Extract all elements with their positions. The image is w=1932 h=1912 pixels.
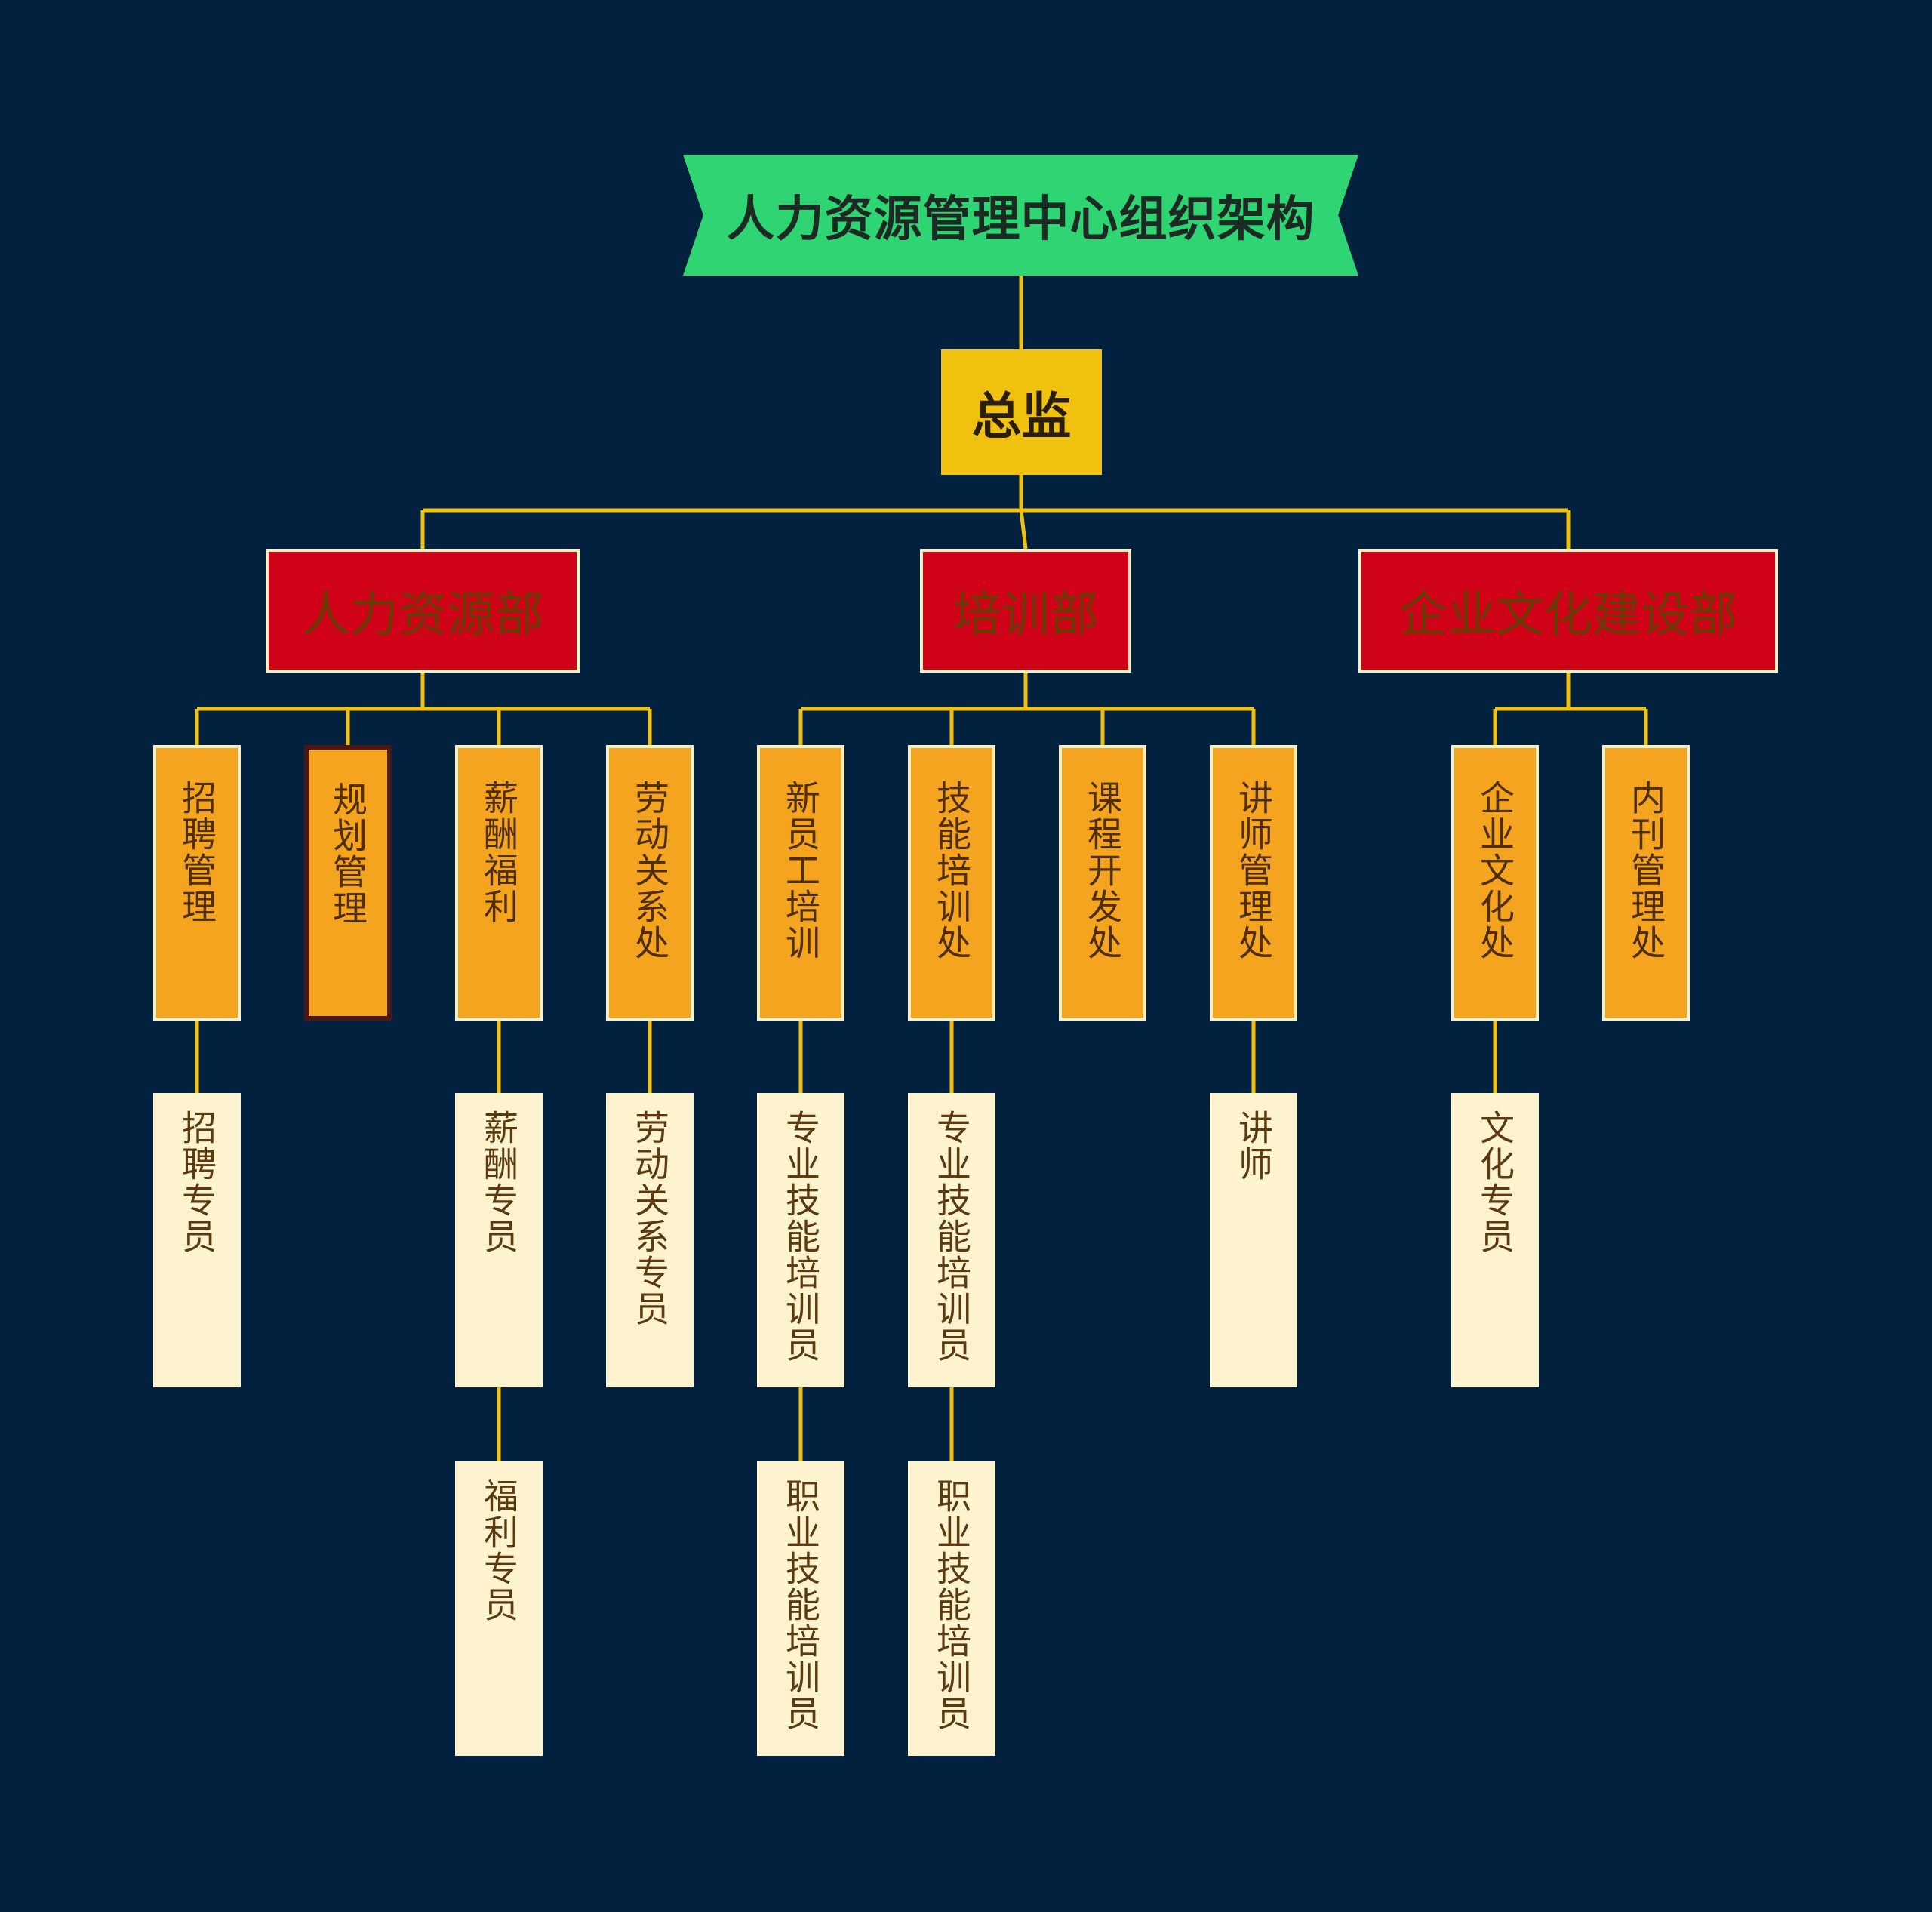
staff-node[interactable]: 薪酬专员 [455,1093,543,1387]
department-label: 企业文化建设部 [1399,587,1737,643]
staff-node[interactable]: 职业技能培训员 [757,1461,844,1756]
staff-node[interactable]: 劳动关系专员 [606,1093,694,1387]
department-label: 培训部 [953,587,1098,643]
director-node[interactable]: 总监 [941,349,1102,475]
staff-label: 专业技能培训员 [780,1110,821,1363]
staff-node[interactable]: 专业技能培训员 [757,1093,844,1387]
section-label: 企业文化处 [1475,780,1515,961]
staff-label: 劳动关系专员 [629,1110,670,1327]
section-node[interactable]: 讲师管理处 [1210,745,1297,1021]
staff-node[interactable]: 文化专员 [1451,1093,1539,1387]
staff-node[interactable]: 职业技能培训员 [908,1461,995,1756]
department-label: 人力资源部 [302,587,543,643]
section-label: 内刊管理处 [1626,780,1666,961]
section-node[interactable]: 内刊管理处 [1602,745,1690,1021]
staff-node[interactable]: 招聘专员 [153,1093,241,1387]
section-node[interactable]: 招聘管理 [153,745,241,1021]
department-node[interactable]: 企业文化建设部 [1358,549,1778,673]
staff-label: 讲师 [1233,1110,1274,1182]
staff-label: 职业技能培训员 [780,1478,821,1732]
section-label: 新员工培训 [780,780,821,961]
staff-label: 福利专员 [478,1478,519,1623]
section-node[interactable]: 企业文化处 [1451,745,1539,1021]
staff-label: 文化专员 [1475,1110,1515,1255]
staff-node[interactable]: 讲师 [1210,1093,1297,1387]
root-label: 人力资源管理中心组织架构 [726,192,1315,248]
section-node[interactable]: 课程开发处 [1059,745,1146,1021]
staff-node[interactable]: 福利专员 [455,1461,543,1756]
staff-label: 招聘专员 [177,1110,217,1255]
staff-node[interactable]: 专业技能培训员 [908,1093,995,1387]
section-node[interactable]: 劳动关系处 [606,745,694,1021]
director-label: 总监 [971,387,1072,445]
section-label: 薪酬福利 [478,780,519,925]
root-node[interactable]: 人力资源管理中心组织架构 [683,155,1358,276]
section-label: 招聘管理 [177,780,217,925]
section-label: 讲师管理处 [1233,780,1274,961]
section-node[interactable]: 规划管理 [304,745,392,1021]
section-label: 规划管理 [328,781,368,926]
section-label: 课程开发处 [1082,780,1123,961]
staff-label: 专业技能培训员 [931,1110,972,1363]
section-label: 技能培训处 [931,780,972,961]
connector-bus-to-department [1019,510,1028,550]
section-node[interactable]: 新员工培训 [757,745,844,1021]
section-node[interactable]: 薪酬福利 [455,745,543,1021]
section-label: 劳动关系处 [629,780,670,961]
department-node[interactable]: 人力资源部 [266,549,580,673]
department-node[interactable]: 培训部 [920,549,1131,673]
staff-label: 职业技能培训员 [931,1478,972,1732]
staff-label: 薪酬专员 [478,1110,519,1255]
section-node[interactable]: 技能培训处 [908,745,995,1021]
